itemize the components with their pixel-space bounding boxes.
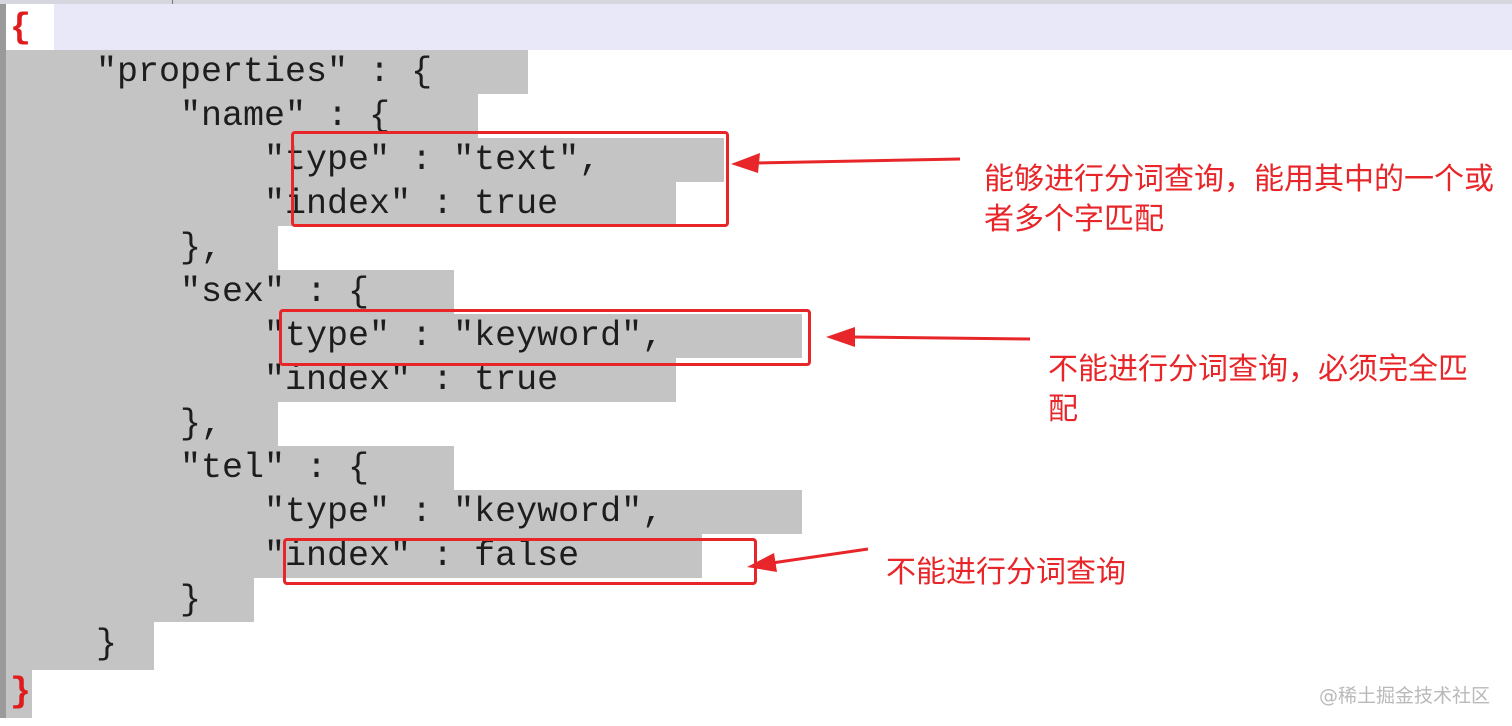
selection-bg	[6, 670, 32, 718]
code-line-properties-close[interactable]: }	[12, 624, 118, 664]
code-line-close-brace[interactable]: }	[10, 672, 32, 712]
selection-bg	[6, 94, 478, 138]
code-line-open-brace[interactable]: {	[10, 8, 32, 48]
arrow-head-2	[826, 327, 855, 347]
arrow-head-1	[731, 153, 760, 173]
selection-bg	[6, 226, 278, 270]
code-line-name-index[interactable]: "index" : true	[12, 184, 559, 224]
selection-bg	[6, 314, 802, 358]
arrow-line-1	[755, 157, 961, 165]
selection-bg	[6, 402, 278, 446]
annotation-text-tel: 不能进行分词查询	[886, 555, 1126, 590]
annotation-text-name: 能够进行分词查询，能用其中的一个或者多个字匹配	[984, 162, 1494, 237]
code-line-tel-index[interactable]: "index" : false	[12, 536, 580, 576]
current-line-highlight	[54, 4, 1512, 50]
arrow-line-3	[771, 547, 869, 565]
code-line-tel-type[interactable]: "type" : "keyword",	[12, 492, 664, 532]
code-line-name[interactable]: "name" : {	[12, 96, 391, 136]
selection-bg	[6, 50, 528, 94]
highlight-box-sex-keyword	[279, 309, 811, 366]
highlight-box-tel-index-false	[283, 538, 757, 585]
selection-bg	[6, 534, 702, 578]
selection-bg	[6, 622, 154, 670]
code-line-sex-type[interactable]: "type" : "keyword",	[12, 316, 664, 356]
code-line-properties[interactable]: "properties" : {	[12, 52, 433, 92]
selection-bg	[6, 446, 454, 490]
code-line-name-close[interactable]: },	[12, 228, 223, 268]
annotation-text-sex: 不能进行分词查询，必须完全匹配	[1048, 352, 1468, 427]
selection-bg	[6, 490, 802, 534]
watermark: @稀土掘金技术社区	[1318, 685, 1490, 707]
selection-bg	[6, 138, 724, 182]
editor-top-border	[0, 0, 1512, 4]
selection-bg	[6, 270, 454, 314]
code-line-sex-index[interactable]: "index" : true	[12, 360, 559, 400]
selection-bg	[6, 578, 254, 622]
highlight-box-name-text	[291, 131, 729, 227]
code-line-tel[interactable]: "tel" : {	[12, 448, 370, 488]
code-line-tel-close[interactable]: }	[12, 580, 202, 620]
arrow-head-3	[747, 553, 777, 572]
selection-bg	[6, 182, 676, 226]
code-line-name-type[interactable]: "type" : "text",	[12, 140, 601, 180]
ruler-tick	[172, 0, 173, 4]
code-line-sex[interactable]: "sex" : {	[12, 272, 370, 312]
arrow-line-2	[851, 335, 1031, 341]
code-line-sex-close[interactable]: },	[12, 404, 223, 444]
selection-gutter	[0, 4, 6, 718]
